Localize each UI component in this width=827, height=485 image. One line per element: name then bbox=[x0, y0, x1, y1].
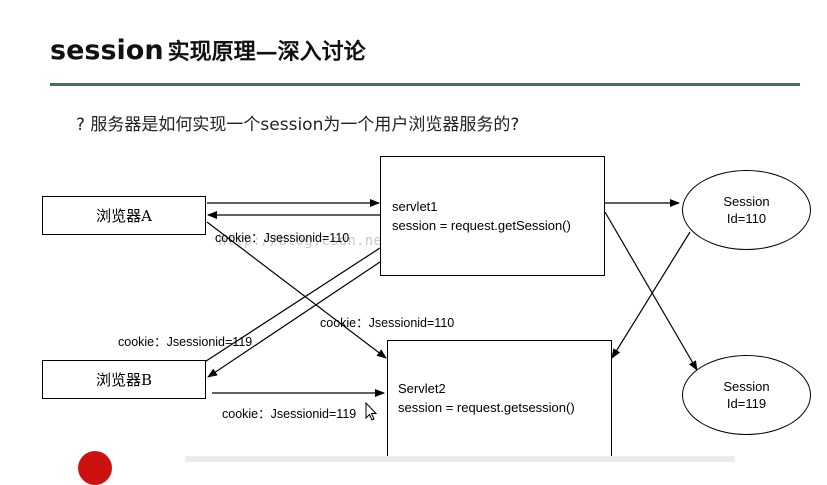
arrow-session110-to-servlet2 bbox=[611, 231, 691, 359]
cookie-label-b-servlet2: cookie：Jsessionid=119 bbox=[222, 407, 357, 421]
servlet1-name: servlet1 bbox=[392, 199, 438, 214]
arrow-servlet1-to-session119 bbox=[604, 211, 698, 371]
connector-layer bbox=[199, 199, 698, 421]
session-110-id: Id=110 bbox=[726, 211, 767, 226]
session-110-ellipse: Session Id=110 bbox=[682, 170, 811, 250]
browser-a-label: 浏览器A bbox=[96, 207, 152, 225]
browser-a-box: 浏览器A bbox=[42, 196, 206, 235]
servlet2-name: Servlet2 bbox=[398, 381, 446, 396]
browser-b-label: 浏览器B bbox=[95, 371, 153, 389]
session-119-ellipse: Session Id=119 bbox=[682, 355, 811, 435]
red-circle-icon bbox=[78, 451, 112, 485]
cookie-label-a-servlet1: cookie：Jsessionid=110 bbox=[215, 231, 350, 245]
servlet2-code: session = request.getsession() bbox=[398, 400, 575, 415]
servlet1-box: servlet1 session = request.getSession() bbox=[380, 156, 605, 276]
cursor-icon bbox=[365, 401, 378, 421]
title-chinese: 实现原理—深入讨论 bbox=[167, 39, 366, 65]
browser-b-box: 浏览器B bbox=[42, 360, 206, 399]
cookie-label-a-servlet2: cookie：Jsessionid=110 bbox=[320, 316, 455, 330]
servlet2-box: Servlet2 session = request.getsession() bbox=[387, 340, 612, 458]
title-underline bbox=[50, 83, 800, 86]
session-119-title: Session bbox=[723, 379, 770, 394]
line-servlet1-to-b-1 bbox=[199, 247, 381, 366]
slide-title: session 实现原理—深入讨论 bbox=[50, 30, 366, 70]
question-text: ? 服务器是如何实现一个session为一个用户浏览器服务的? bbox=[76, 115, 520, 135]
title-english: session bbox=[50, 34, 164, 66]
arrow-servlet1-to-b bbox=[207, 261, 381, 378]
session-119-id: Id=119 bbox=[726, 396, 767, 411]
bottom-bar bbox=[185, 456, 735, 462]
session-110-title: Session bbox=[723, 194, 770, 209]
cookie-label-servlet1-b: cookie：Jsessionid=119 bbox=[118, 335, 253, 349]
servlet1-code: session = request.getSession() bbox=[392, 218, 571, 233]
arrow-a-to-servlet2 bbox=[206, 221, 387, 359]
